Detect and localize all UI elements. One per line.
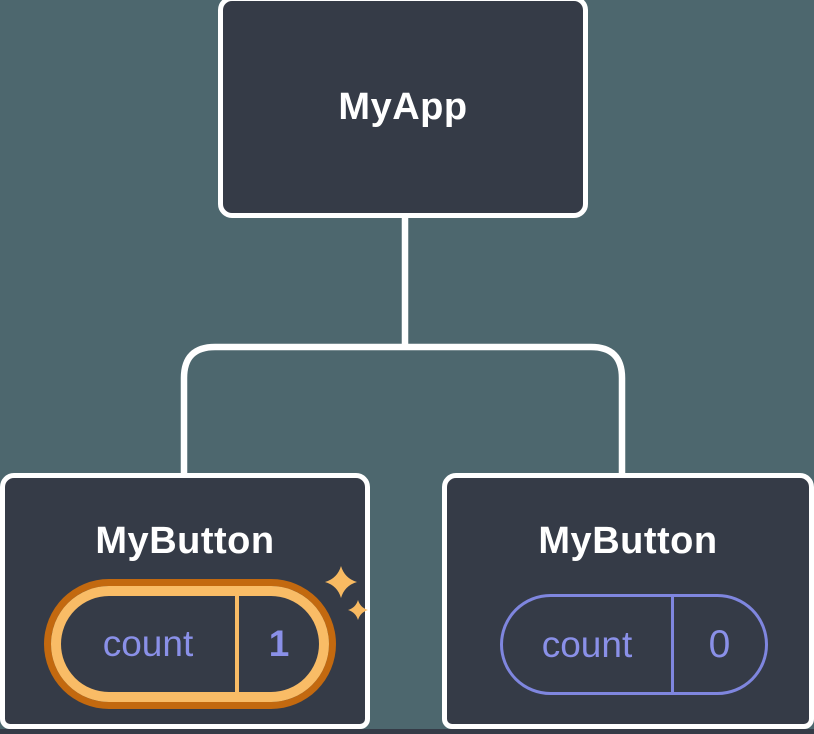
sparkles-icon bbox=[325, 566, 368, 620]
state-pill-highlighted: count 1 bbox=[51, 586, 329, 702]
pill-divider bbox=[235, 596, 239, 692]
pill-divider bbox=[671, 597, 674, 692]
cropped-bottom-strip bbox=[0, 729, 814, 734]
node-mybutton-left: MyButton count 1 bbox=[0, 473, 370, 729]
node-myapp-label: MyApp bbox=[338, 85, 468, 128]
state-value: 1 bbox=[268, 623, 290, 664]
state-value: 0 bbox=[708, 622, 731, 666]
node-mybutton-left-label: MyButton bbox=[95, 520, 275, 562]
state-name: count bbox=[541, 623, 633, 665]
node-mybutton-right: MyButton count 0 bbox=[442, 473, 814, 729]
state-name: count bbox=[102, 623, 194, 664]
state-pill-normal: count 0 bbox=[500, 594, 768, 695]
node-myapp: MyApp bbox=[218, 0, 588, 218]
node-mybutton-right-label: MyButton bbox=[538, 520, 718, 562]
